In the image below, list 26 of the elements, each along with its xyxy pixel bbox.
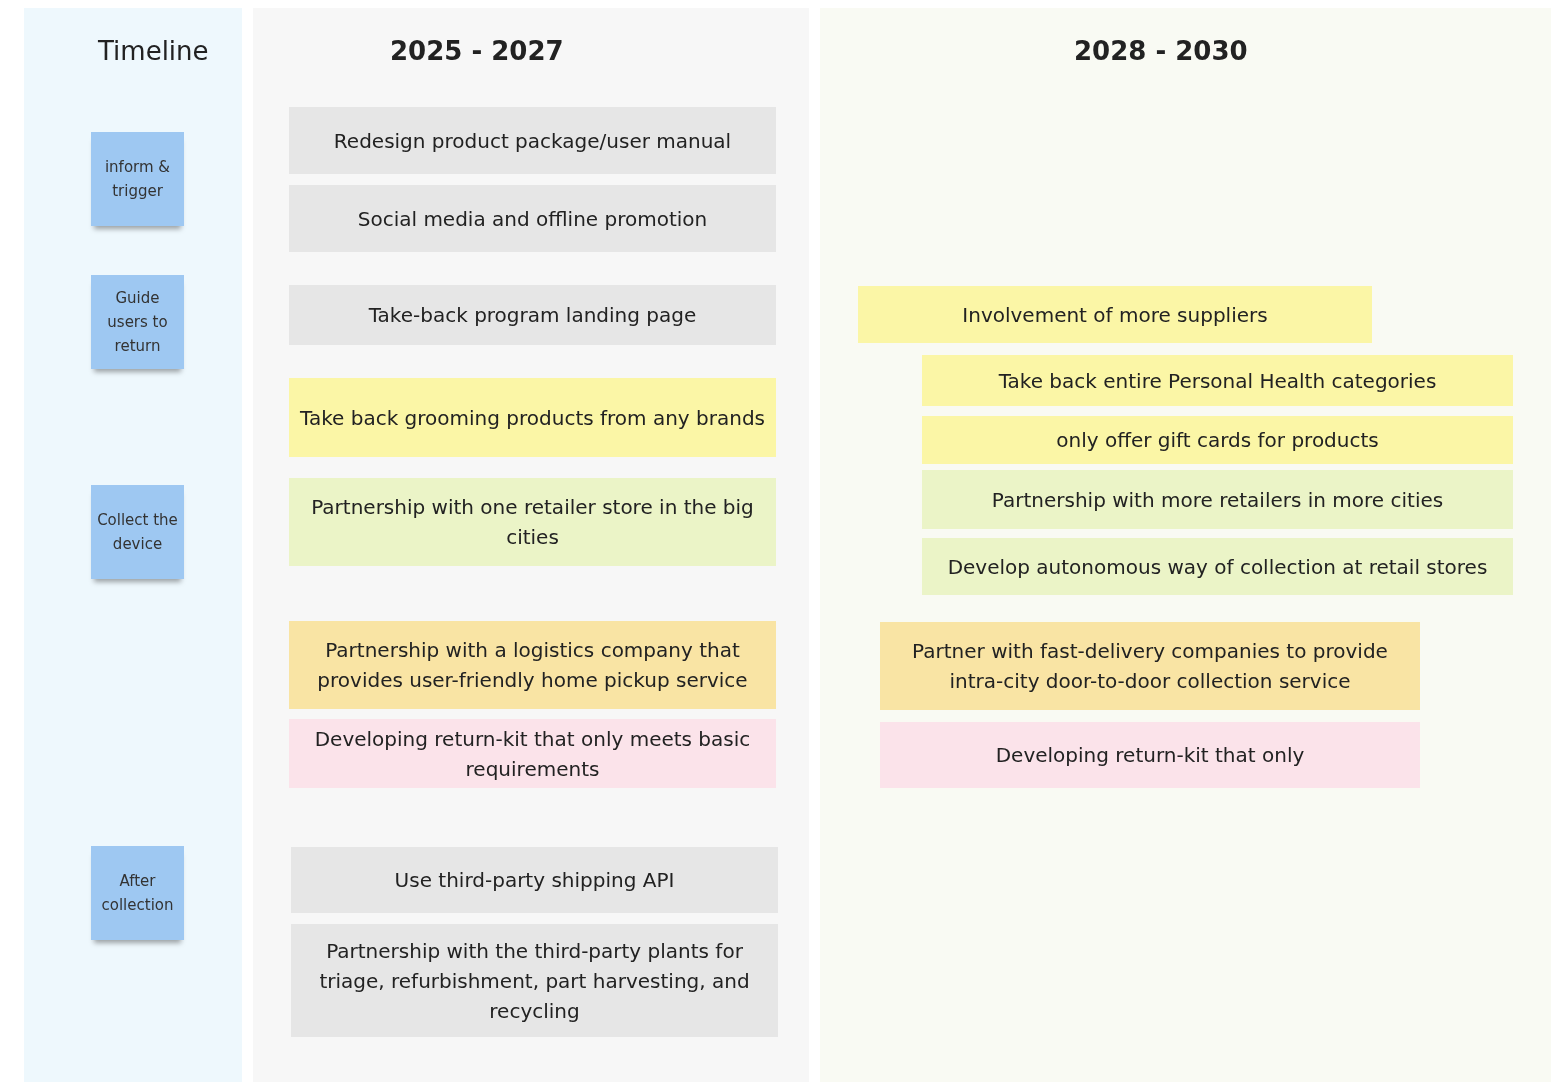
task-card: Use third-party shipping API: [291, 847, 778, 913]
task-card: Developing return-kit that only: [880, 722, 1420, 788]
column-heading: 2028 - 2030: [1074, 36, 1248, 66]
sticky-note: After collection: [91, 846, 184, 940]
task-card: Involvement of more suppliers: [858, 286, 1372, 343]
column-heading: 2025 - 2027: [390, 36, 564, 66]
task-card: Take-back program landing page: [289, 285, 776, 345]
task-card: Developing return-kit that only meets basic requirements: [289, 719, 776, 788]
task-card: Take back grooming products from any brands: [289, 378, 776, 457]
sticky-note: inform & trigger: [91, 132, 184, 226]
sticky-note: Collect the device: [91, 485, 184, 579]
task-card: Develop autonomous way of collection at retail stores: [922, 538, 1513, 595]
task-card: Partnership with more retailers in more cities: [922, 470, 1513, 529]
task-card: Partner with fast-delivery companies to provide intra-city door-to-door collection service: [880, 622, 1420, 710]
timeline-column: [820, 8, 1551, 1082]
task-card: Take back entire Personal Health categories: [922, 355, 1513, 406]
task-card: Partnership with a logistics company that provides user-friendly home pickup service: [289, 621, 776, 709]
task-card: Social media and offline promotion: [289, 185, 776, 252]
timeline-column: [253, 8, 809, 1082]
sticky-note: Guide users to return: [91, 275, 184, 369]
task-card: Partnership with the third-party plants for triage, refurbishment, part harvesting, and recycling: [291, 924, 778, 1037]
task-card: only offer gift cards for products: [922, 416, 1513, 464]
task-card: Partnership with one retailer store in the big cities: [289, 478, 776, 566]
task-card: Redesign product package/user manual: [289, 107, 776, 174]
column-heading: Timeline: [98, 36, 209, 66]
timeline-column: [24, 8, 242, 1082]
